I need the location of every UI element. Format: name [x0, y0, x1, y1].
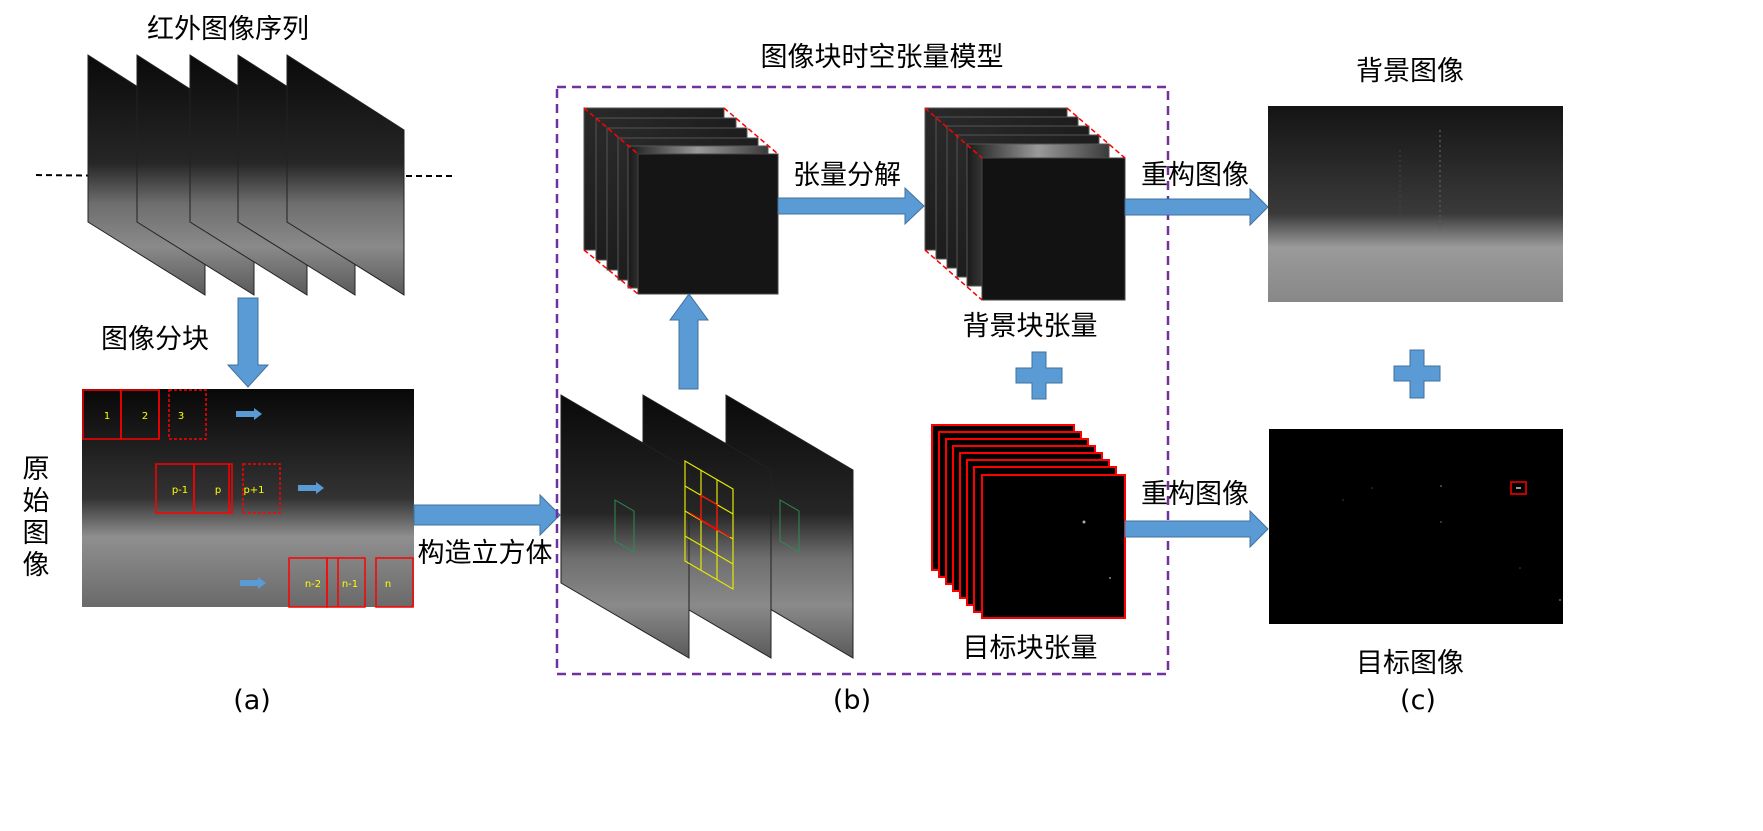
patch-outline	[779, 499, 800, 553]
target-marker	[1510, 481, 1527, 495]
build-cube-label: 构造立方体	[418, 538, 553, 569]
plus-sign	[1015, 351, 1063, 400]
block-row-3: n-2 n-1 n	[240, 557, 414, 608]
original-label-char: 原	[23, 454, 50, 485]
reconstruct-label-bottom: 重构图像	[1141, 479, 1249, 510]
block-label: n-2	[305, 579, 321, 590]
background-tensor-label: 背景块张量	[963, 311, 1098, 342]
noise-point	[1440, 485, 1442, 487]
tensor-edge-dash	[1066, 107, 1126, 159]
target-image-label: 目标图像	[1356, 648, 1464, 679]
block-label: 1	[104, 411, 110, 422]
original-label-char: 始	[23, 486, 50, 517]
scan-direction-arrow	[298, 482, 324, 494]
tensor-front-slice	[637, 153, 779, 295]
block-label: 2	[142, 411, 148, 422]
build-cube-arrow	[413, 493, 561, 537]
block-row-1: 1 2 3	[82, 389, 262, 440]
image-block	[375, 557, 414, 608]
image-block	[326, 557, 366, 608]
caption-b: (b)	[833, 685, 871, 716]
sequence-title: 红外图像序列	[147, 14, 309, 45]
noise-point	[1342, 499, 1344, 501]
block-label: 3	[178, 411, 184, 422]
scan-direction-arrow	[236, 408, 262, 420]
original-label-char: 像	[23, 550, 50, 581]
tensor-front-slice	[981, 157, 1126, 301]
target-tensor-label: 目标块张量	[963, 633, 1098, 664]
tensor-model-box	[555, 85, 1170, 676]
background-image	[1268, 106, 1563, 302]
noise-point	[1371, 487, 1373, 489]
target-point	[1109, 577, 1111, 579]
block-label: p+1	[243, 485, 264, 496]
reconstruct-arrow-bottom	[1124, 509, 1269, 549]
panel-c: 背景图像 目标图像 (c)	[1268, 56, 1563, 716]
tensor-edge-dash	[583, 249, 639, 295]
noise-point	[1519, 567, 1521, 569]
noise-point	[1559, 599, 1561, 601]
sequence-continuation-left	[35, 174, 131, 177]
scan-direction-arrow	[240, 577, 266, 589]
background-image-label: 背景图像	[1356, 56, 1464, 87]
decompose-arrow	[777, 186, 925, 226]
patch-outline	[614, 499, 635, 553]
image-sequence-stack	[87, 54, 405, 296]
reconstruct-label-top: 重构图像	[1141, 160, 1249, 191]
block-row-2: p-1 p p+1	[155, 463, 324, 514]
patch-tensor-stack	[583, 107, 779, 295]
plus-sign	[1393, 349, 1441, 399]
sequence-frame	[286, 54, 405, 296]
patch-grid-highlight	[689, 494, 731, 538]
spatiotemporal-frames	[560, 394, 854, 659]
tensor-front-slice	[981, 474, 1126, 619]
noise-point	[1440, 521, 1442, 523]
tensor-model-title: 图像块时空张量模型	[761, 42, 1004, 73]
caption-a: (a)	[233, 685, 271, 716]
image-block	[168, 389, 207, 440]
up-arrow	[669, 293, 709, 390]
tensor-edge-dash	[723, 107, 779, 155]
caption-c: (c)	[1400, 685, 1436, 716]
image-block	[193, 463, 233, 514]
target-image	[1269, 429, 1563, 624]
target-tensor-stack	[931, 424, 1126, 619]
down-arrow	[226, 297, 270, 388]
split-label: 图像分块	[101, 324, 209, 355]
background-tensor-stack	[924, 107, 1126, 301]
original-label-char: 图	[23, 518, 50, 549]
target-point	[1082, 520, 1086, 524]
panel-a: 红外图像序列 图像分块 原 始 图 像 1 2 3	[23, 14, 456, 716]
original-image	[82, 389, 414, 607]
reconstruct-arrow-top	[1124, 187, 1269, 227]
tensor-edge-dash	[924, 107, 983, 159]
block-label: p-1	[172, 485, 188, 496]
image-block	[242, 463, 281, 514]
tensor-edge-dash	[583, 107, 639, 155]
block-label: n-1	[342, 579, 358, 590]
block-label: n	[385, 579, 391, 590]
block-label: p	[215, 485, 221, 496]
panel-b: 图像块时空张量模型 张量分解	[555, 42, 1170, 716]
tensor-edge-dash	[924, 249, 983, 301]
decompose-label: 张量分解	[793, 160, 901, 191]
frame	[560, 394, 690, 659]
